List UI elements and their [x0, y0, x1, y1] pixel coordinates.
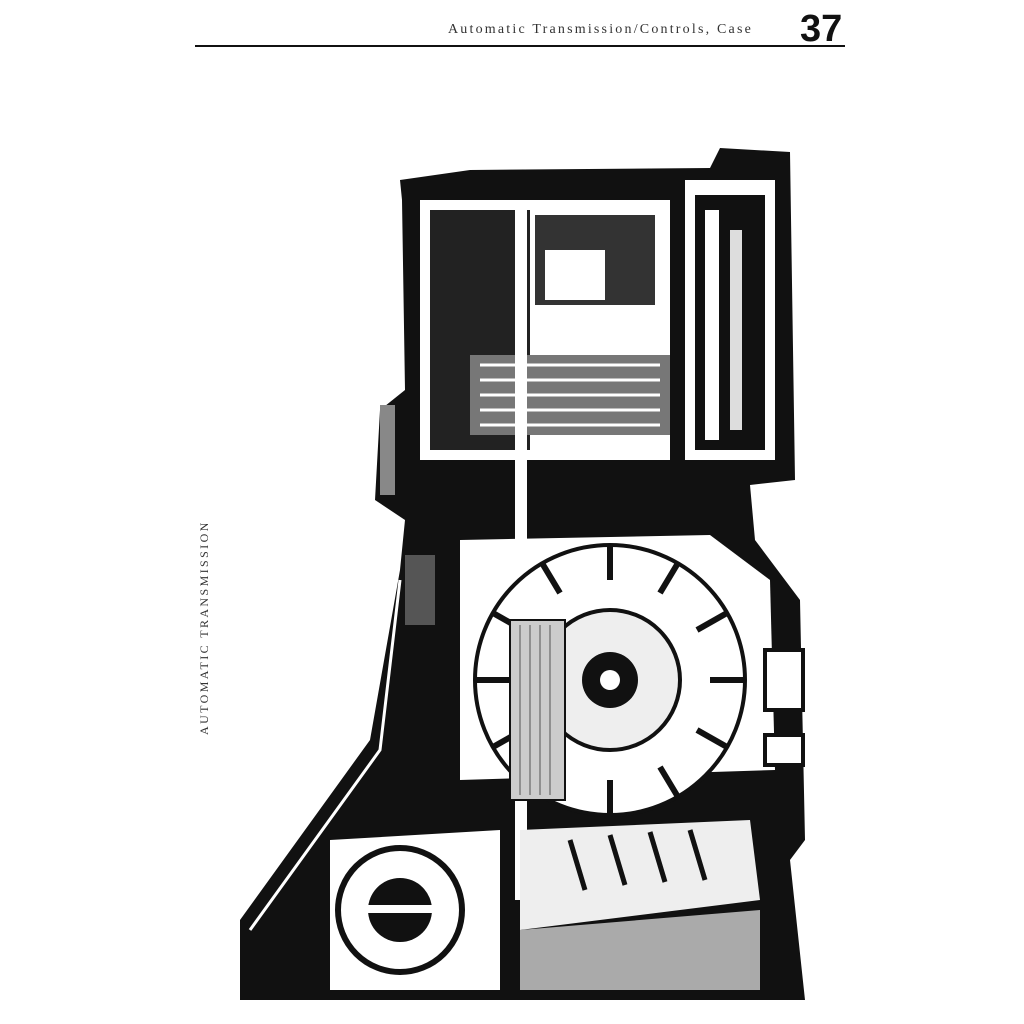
header-divider — [195, 45, 845, 47]
page-number: 37 — [800, 8, 843, 50]
section-title: Automatic Transmission/Controls, Case — [448, 22, 754, 37]
chapter-label: AUTOMATIC TRANSMISSION — [197, 520, 211, 735]
transmission-cutaway-illustration — [240, 148, 805, 1000]
